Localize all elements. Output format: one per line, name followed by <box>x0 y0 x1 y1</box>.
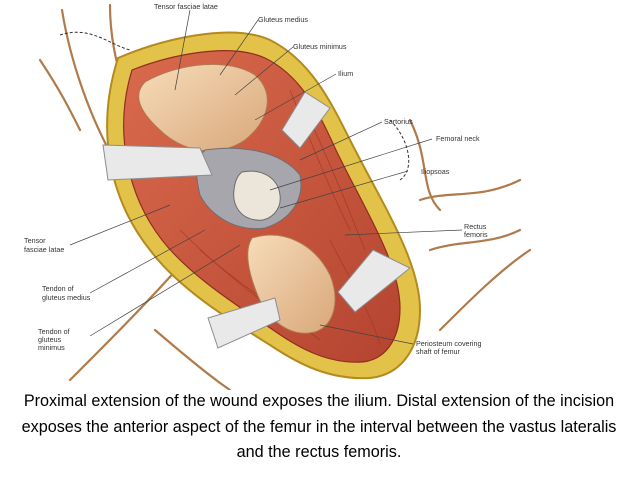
incision-outline <box>59 31 410 181</box>
surgical-diagram: Tensor fasciae latae Gluteus medius Glut… <box>24 2 532 392</box>
label-periosteum-1: Periosteum covering <box>416 339 482 348</box>
anatomy-labels: Tensor fasciae latae Gluteus medius Glut… <box>24 2 488 356</box>
femoral-neck <box>233 170 281 221</box>
label-sartorius: Sartorius <box>384 117 413 126</box>
label-tendon-of-1: Tendon of <box>42 284 74 293</box>
label-rectus: Rectus <box>464 222 487 231</box>
label-fasciae-latae: fasciae latae <box>24 245 64 254</box>
label-tendon-of-2: Tendon of <box>38 327 70 336</box>
label-tensor-fasciae-latae-top: Tensor fasciae latae <box>154 2 218 11</box>
label-minimus: minimus <box>38 343 65 352</box>
label-gluteus-minimus: Gluteus minimus <box>293 42 347 51</box>
label-gluteus-medius-tendon: gluteus medius <box>42 293 91 302</box>
retractors <box>102 91 411 349</box>
label-femoral-neck: Femoral neck <box>436 134 480 143</box>
label-iliopsoas: Iliopsoas <box>421 167 450 176</box>
label-tensor: Tensor <box>24 236 46 245</box>
ilium-bone <box>138 63 268 152</box>
label-ilium: Ilium <box>338 69 353 78</box>
label-gluteus: gluteus <box>38 335 62 344</box>
label-periosteum-2: shaft of femur <box>416 347 461 356</box>
leader-lines <box>69 9 463 345</box>
label-gluteus-medius: Gluteus medius <box>258 15 308 24</box>
label-femoris: femoris <box>464 230 488 239</box>
figure-caption: Proximal extension of the wound exposes … <box>21 392 617 461</box>
